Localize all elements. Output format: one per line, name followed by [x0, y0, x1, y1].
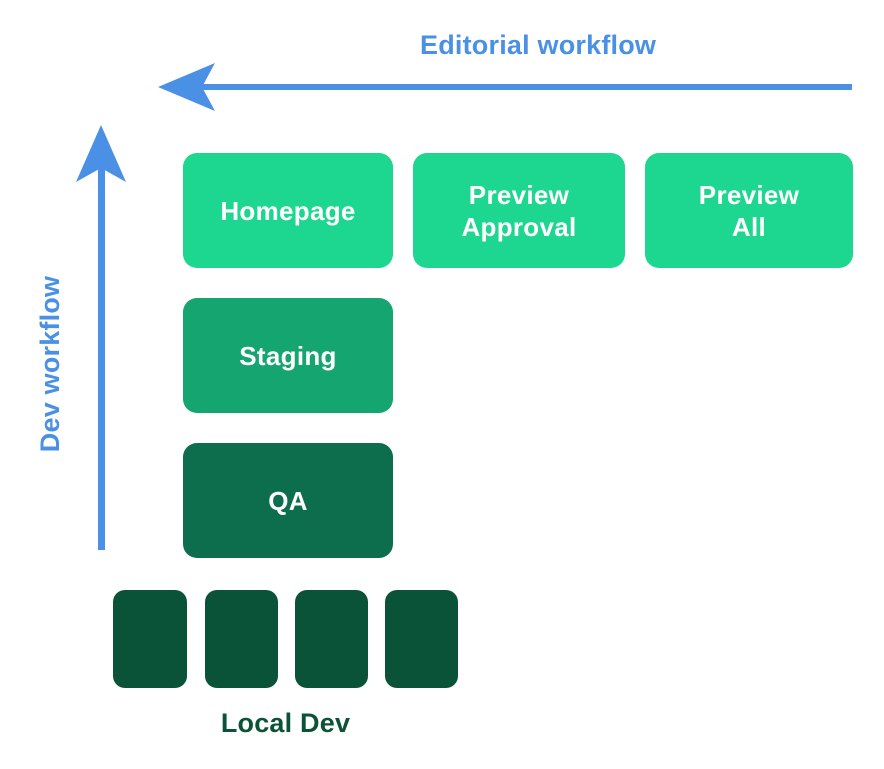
local-dev-label: Local Dev: [220, 708, 351, 738]
dev-arrow-shaft: [98, 166, 105, 550]
node-preview-all-line2: All: [731, 211, 767, 242]
node-preview-approval-line1: Preview: [468, 179, 570, 210]
node-preview-all: Preview All: [645, 153, 853, 268]
node-preview-approval-label: Preview Approval: [461, 179, 576, 243]
local-dev-box: [113, 590, 187, 688]
dev-workflow-label: Dev workflow: [35, 275, 65, 453]
node-staging: Staging: [183, 298, 393, 413]
local-dev-box: [205, 590, 278, 688]
node-preview-all-line1: Preview: [698, 179, 800, 210]
dev-arrowhead-up-icon: [76, 125, 126, 182]
editorial-arrowhead-left-icon: [158, 63, 215, 111]
editorial-arrow-shaft: [198, 84, 852, 90]
node-homepage-label: Homepage: [220, 195, 356, 226]
node-preview-approval: Preview Approval: [413, 153, 625, 268]
dev-workflow-arrow: [76, 125, 126, 550]
editorial-workflow-arrow: [158, 63, 852, 111]
editorial-workflow-label: Editorial workflow: [420, 30, 657, 60]
local-dev-box: [385, 590, 458, 688]
node-qa: QA: [183, 443, 393, 558]
node-staging-label: Staging: [239, 340, 337, 371]
node-preview-all-label: Preview All: [699, 179, 799, 243]
node-preview-approval-line2: Approval: [461, 211, 577, 242]
node-homepage: Homepage: [183, 153, 393, 268]
local-dev-box: [295, 590, 368, 688]
node-qa-label: QA: [268, 485, 308, 516]
